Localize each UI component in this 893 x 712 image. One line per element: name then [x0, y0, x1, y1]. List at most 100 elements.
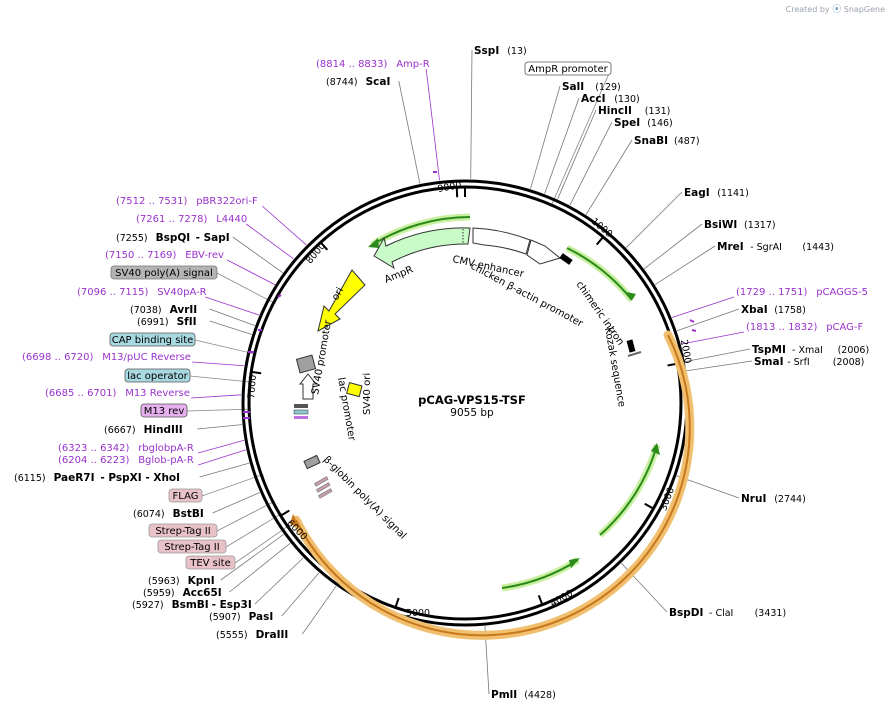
tick-mark — [280, 509, 290, 517]
leader-line — [544, 97, 580, 194]
leader-line — [186, 408, 252, 412]
primer-name: pBR322ori-F — [196, 196, 258, 207]
primer-range: (1813 .. 1832) — [746, 322, 818, 333]
boxed-label: M13 rev — [144, 406, 185, 417]
tick-mark — [394, 597, 400, 608]
boxed-label-bg — [148, 523, 218, 538]
leader-line — [216, 500, 276, 532]
green-arrowhead-3 — [569, 558, 580, 568]
leader-line — [676, 308, 740, 332]
leader-line — [530, 85, 561, 189]
primer-marks — [243, 171, 697, 419]
enzyme-position: (131) — [645, 106, 671, 117]
leader-line — [220, 534, 284, 581]
sv40-poly-a-box — [295, 354, 317, 374]
green-arrow-orf — [597, 444, 661, 538]
enzyme-position: (5927) — [132, 600, 164, 611]
primer-name: EBV-rev — [185, 250, 224, 261]
tick-label-2000: 2000 — [678, 339, 693, 365]
boxed-label: SV40 poly(A) signal — [115, 268, 213, 279]
tag-marks — [314, 476, 333, 499]
boxed-label-bg — [185, 555, 236, 570]
cba-promoter-arrow — [526, 239, 562, 265]
tick-mark — [319, 241, 329, 251]
leader-line — [261, 205, 307, 246]
feature-label: chimeric intron — [574, 279, 626, 347]
credit-brand: SnapGene — [843, 5, 885, 14]
primer-name: M13/pUC Reverse — [102, 352, 191, 363]
enzyme-position: (1317) — [744, 220, 776, 231]
enzyme-name: BsiWI — [704, 219, 737, 231]
cmv-enhancer-arrow — [472, 227, 531, 255]
leader-line — [234, 524, 290, 564]
leader-line — [191, 394, 242, 399]
enzyme-position: - SgrAI — [750, 242, 782, 253]
enzyme-position: (6667) — [104, 425, 136, 436]
leader-line — [644, 223, 703, 270]
enzyme-position-2: (2006) — [838, 345, 870, 356]
primer-range: (7096 .. 7115) — [77, 287, 149, 298]
green-arrow-orf-2 — [501, 557, 580, 592]
leader-line — [626, 191, 683, 248]
leader-line — [281, 572, 320, 617]
credit-prefix: Created by — [785, 5, 830, 14]
leader-line — [198, 439, 245, 454]
feature-label: AmpR — [383, 264, 415, 285]
enzyme-labels: SspI(13)SalI(129)AccI(130)HincII(131)Spe… — [14, 45, 869, 701]
enzyme-name: NruI — [741, 493, 766, 505]
boxed-label: Strep-Tag II — [155, 526, 210, 537]
leader-line — [229, 542, 291, 593]
enzyme-position: (7255) — [116, 233, 148, 244]
enzyme-position: - SrfI — [787, 357, 810, 368]
leader-line — [654, 245, 716, 285]
leader-line — [212, 492, 260, 514]
enzyme-position: (5963) — [148, 576, 180, 587]
enzyme-name: BsmBI — [172, 599, 209, 611]
enzyme-position: (6115) — [14, 473, 46, 484]
leader-line — [192, 361, 245, 367]
boxed-label: lac operator — [127, 371, 188, 382]
ori-arrow — [317, 269, 366, 332]
tick-label-7000: 7000 — [246, 374, 259, 399]
beta-globin-polya-box — [303, 454, 321, 470]
green-arrow-ampr-core — [371, 216, 471, 246]
enzyme-position: (5555) — [216, 630, 248, 641]
primer-name: pCAG-F — [826, 322, 863, 333]
enzyme-name: XbaI — [741, 304, 768, 316]
enzyme-position: (1141) — [717, 188, 749, 199]
tick-mark — [644, 502, 654, 510]
tick-label-5000: 5000 — [406, 608, 430, 619]
primer-range: (7261 .. 7278) — [136, 214, 208, 225]
enzyme-name: EagI — [684, 187, 710, 199]
green-arrows — [368, 213, 661, 592]
enzyme-name: DraIII — [256, 629, 289, 641]
plasmid-name: pCAG-VPS15-TSF — [418, 393, 526, 407]
enzyme-position: (5959) — [143, 588, 175, 599]
enzyme-position-2: (1443) — [802, 242, 834, 253]
sv40-promoter-arrow — [298, 373, 318, 400]
leader-line — [425, 68, 440, 181]
cap-binding-mini — [294, 404, 308, 408]
enzyme-name: BstBI — [173, 508, 204, 520]
kozak-sub-marker — [627, 351, 642, 357]
boxed-label-bg — [524, 61, 612, 76]
enzyme-position: (129) — [595, 82, 621, 93]
leader-line — [557, 109, 597, 200]
lac-operator-mini — [293, 409, 309, 415]
green-arrow-chimeric-intron-core — [566, 247, 633, 301]
tick-label-4000: 4000 — [549, 588, 575, 610]
enzyme-name: AvrII — [170, 304, 198, 316]
primer-name: L4440 — [216, 214, 247, 225]
snapgene-logo-icon: ⦿ — [832, 5, 842, 15]
leader-line — [585, 139, 633, 215]
leader-line — [199, 462, 250, 478]
feature-label: β-globin poly(A) signal — [321, 454, 408, 541]
leader-line — [681, 331, 745, 345]
boxed-label-bg — [157, 539, 227, 554]
primer-range: (6323 .. 6342) — [58, 443, 130, 454]
green-arrowhead-1 — [626, 292, 636, 300]
leader-line — [254, 557, 304, 605]
primer-name: Amp-R — [396, 59, 430, 70]
orf-vps15-arc-core — [295, 334, 691, 637]
